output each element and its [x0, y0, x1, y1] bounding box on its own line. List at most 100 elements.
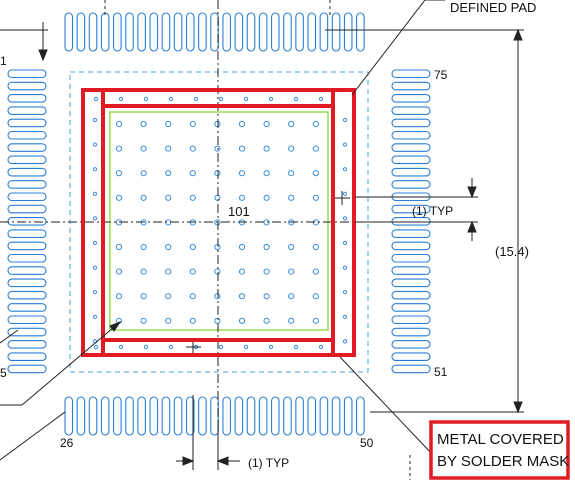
pad-top: [125, 12, 134, 52]
thermal-via-grid: [92, 96, 348, 350]
thermal-via: [165, 170, 172, 177]
pad-bottom: [246, 396, 256, 436]
thermal-via: [140, 268, 147, 275]
pads-top-row: [64, 12, 365, 52]
pad-top: [185, 12, 195, 52]
thermal-via: [312, 170, 319, 177]
pad-right: [391, 229, 431, 238]
pad-left: [7, 118, 47, 128]
thermal-via: [165, 293, 172, 300]
center-lines: [0, 0, 395, 470]
pad-right: [391, 81, 431, 91]
perimeter-via: [268, 96, 274, 102]
pad-left: [7, 327, 47, 337]
perimeter-via: [342, 191, 348, 196]
pad-top: [100, 12, 110, 52]
thermal-via: [214, 317, 221, 324]
paste-outline: [109, 111, 329, 331]
pad-left: [7, 180, 47, 189]
perimeter-via: [92, 142, 98, 147]
perimeter-via: [92, 117, 98, 123]
perimeter-via: [342, 265, 348, 270]
pad-top: [198, 12, 207, 52]
pad-bottom: [319, 396, 329, 436]
pad-left: [7, 315, 47, 325]
thermal-via: [189, 293, 196, 300]
pad-top: [222, 12, 231, 52]
pad-right: [391, 340, 431, 349]
perimeter-via: [92, 191, 98, 196]
pin-25-label: 5: [0, 366, 7, 380]
typ-right-label: (1) TYP: [412, 204, 453, 218]
pad-bottom: [173, 396, 183, 436]
pad-top: [149, 12, 159, 52]
pad-left: [7, 94, 47, 103]
typ-bottom-label: (1) TYP: [248, 456, 289, 470]
thermal-via: [312, 194, 319, 201]
pad-left: [7, 204, 47, 214]
pad-bottom: [307, 396, 317, 436]
perimeter-via: [93, 344, 99, 350]
center-pad-number: 101: [228, 204, 250, 219]
pad-top: [234, 12, 244, 52]
thermal-via: [214, 243, 221, 251]
pad-right: [391, 118, 431, 128]
perimeter-via: [193, 96, 199, 102]
pad-left: [7, 167, 47, 177]
thermal-via: [165, 194, 172, 201]
thermal-via: [288, 293, 295, 300]
thermal-via: [140, 317, 147, 324]
pad-left: [7, 364, 47, 374]
pad-bottom: [64, 396, 74, 436]
defined-pad-label: DEFINED PAD: [450, 0, 536, 15]
perimeter-via: [243, 96, 249, 102]
perimeter-via: [243, 344, 249, 350]
thermal-via: [115, 293, 123, 300]
pad-right: [391, 167, 431, 177]
thermal-via: [263, 145, 270, 152]
thermal-via: [288, 145, 295, 152]
thermal-via: [140, 120, 147, 128]
pad-top: [64, 12, 74, 52]
thermal-via: [214, 194, 221, 201]
pad-right: [391, 143, 431, 152]
pad-right: [391, 155, 431, 165]
perimeter-via: [92, 216, 98, 221]
pad-top: [76, 12, 86, 52]
pad-bottom: [210, 396, 219, 436]
pad-left: [7, 229, 47, 238]
perimeter-via: [218, 96, 224, 102]
thermal-via: [189, 243, 196, 251]
pad-bottom: [295, 396, 304, 436]
thermal-via: [214, 170, 221, 177]
pad-top: [319, 12, 329, 52]
thermal-via: [214, 268, 221, 275]
pad-top: [210, 12, 219, 52]
perimeter-via: [342, 117, 348, 123]
perimeter-via: [318, 96, 324, 102]
pad-left: [7, 340, 47, 349]
pad-right: [391, 364, 431, 374]
perimeter-via: [92, 314, 98, 319]
pad-right: [391, 278, 431, 288]
thermal-via: [189, 194, 196, 201]
pad-top: [356, 12, 365, 52]
perimeter-via: [92, 240, 98, 246]
thermal-via: [263, 317, 270, 324]
pad-bottom: [100, 396, 110, 436]
perimeter-via: [342, 240, 348, 246]
perimeter-via: [118, 344, 124, 350]
thermal-via: [140, 243, 147, 251]
pad-right: [391, 106, 431, 115]
perimeter-via: [118, 96, 124, 102]
thermal-via: [165, 243, 172, 251]
crosshair-marks: [186, 191, 350, 354]
thermal-via: [214, 293, 221, 300]
perimeter-via: [342, 142, 348, 147]
pads-right-column: [391, 69, 431, 374]
pad-right: [391, 180, 431, 189]
perimeter-via: [143, 344, 149, 350]
pad-bottom: [234, 396, 244, 436]
pad-top: [270, 12, 280, 52]
pad-bottom: [283, 396, 292, 436]
